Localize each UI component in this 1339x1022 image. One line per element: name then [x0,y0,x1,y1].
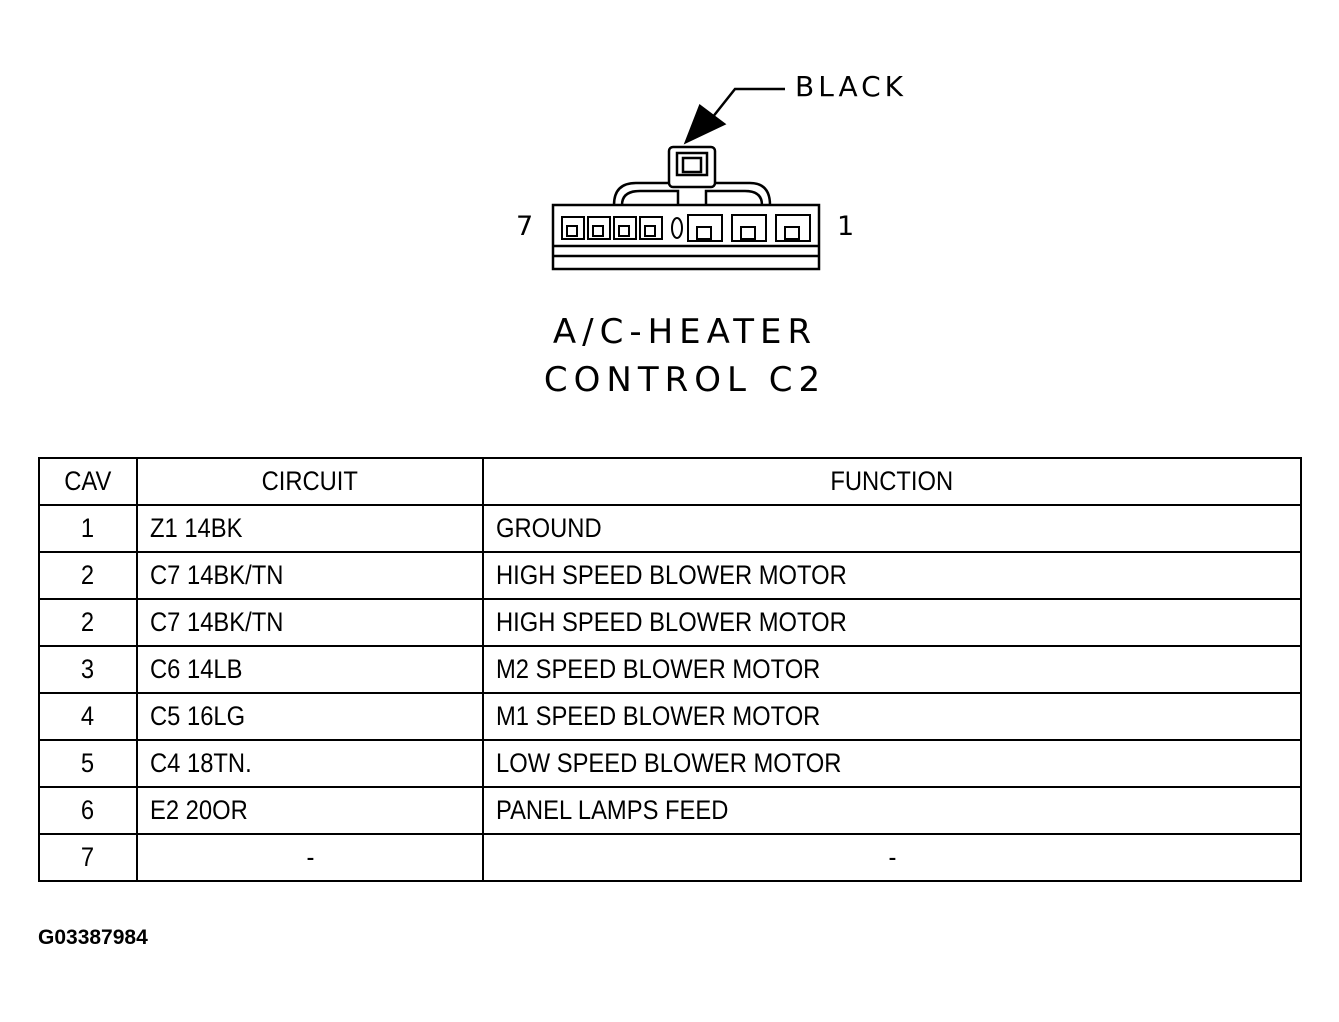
cell-function: M2 SPEED BLOWER MOTOR [482,645,1302,694]
cell-cav: 6 [38,786,138,835]
cavity-group-small [561,216,663,240]
cell-function: - [482,833,1302,882]
table-row: 7-- [38,833,1302,882]
arrowhead-icon [683,104,727,145]
cell-circuit: C6 14LB [136,645,484,694]
header-function: FUNCTION [482,457,1302,506]
pin-number-left: 7 [516,211,534,242]
cell-function: HIGH SPEED BLOWER MOTOR [482,551,1302,600]
connector-title-line1: A/C-HEATER [552,312,818,352]
cell-function: GROUND [482,504,1302,553]
cell-circuit: - [136,833,484,882]
cell-circuit: C7 14BK/TN [136,551,484,600]
connector-title: A/C-HEATER CONTROL C2 [480,308,890,404]
cell-circuit: C4 18TN. [136,739,484,788]
connector-latch [667,145,717,189]
cell-circuit: C5 16LG [136,692,484,741]
connector-body [551,203,821,271]
leader-line [711,87,785,119]
cell-circuit: E2 20OR [136,786,484,835]
cell-function: LOW SPEED BLOWER MOTOR [482,739,1302,788]
pin-number-right: 1 [837,211,855,242]
header-circuit: CIRCUIT [136,457,484,506]
cell-function: PANEL LAMPS FEED [482,786,1302,835]
cell-circuit: C7 14BK/TN [136,598,484,647]
cell-cav: 4 [38,692,138,741]
connector-diagram [551,87,821,271]
table-header-row: CAV CIRCUIT FUNCTION [38,457,1302,506]
wire-color-label: BLACK [795,70,908,103]
cell-function: M1 SPEED BLOWER MOTOR [482,692,1302,741]
cell-cav: 7 [38,833,138,882]
cell-circuit: Z1 14BK [136,504,484,553]
cavity-group-large [687,214,811,242]
cell-cav: 5 [38,739,138,788]
connector-shoulder [612,181,669,206]
cell-cav: 3 [38,645,138,694]
cell-cav: 2 [38,598,138,647]
connector-title-line2: CONTROL C2 [543,360,827,400]
cell-function: HIGH SPEED BLOWER MOTOR [482,598,1302,647]
figure-id: G03387984 [38,926,148,949]
cell-cav: 1 [38,504,138,553]
header-cav: CAV [38,457,138,506]
cell-cav: 2 [38,551,138,600]
